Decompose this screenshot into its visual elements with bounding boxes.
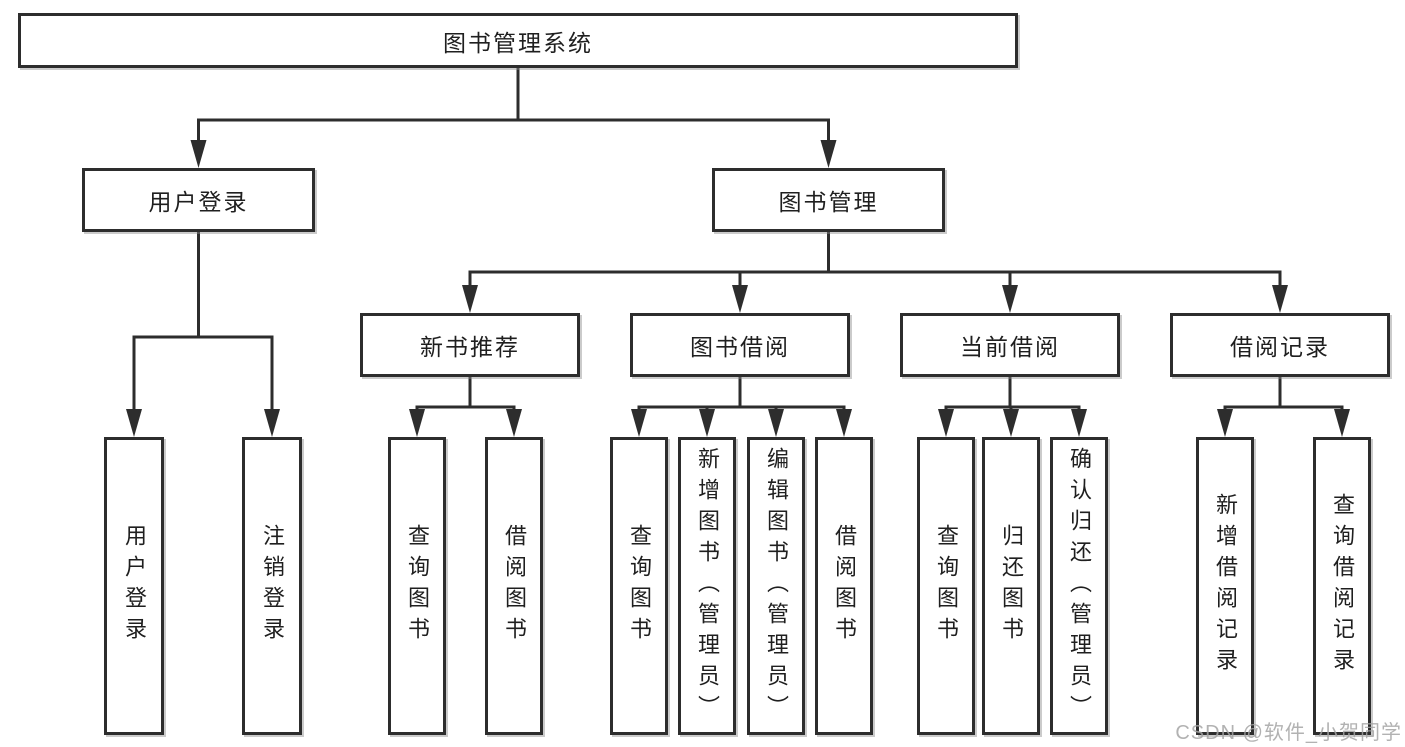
node-label: 查询图书	[627, 524, 652, 648]
node-label: 新书推荐	[420, 334, 520, 360]
node-label: 用户登录	[122, 524, 147, 648]
connector-current-borrow-split	[938, 375, 1087, 437]
node-user-login: 用户登录	[82, 168, 315, 232]
node-book-management: 图书管理	[712, 168, 945, 232]
leaf-edit-books-admin: 编辑图书（管理员）	[747, 437, 805, 735]
node-label: 当前借阅	[960, 334, 1060, 360]
node-book-borrow: 图书借阅	[630, 313, 850, 377]
leaf-return-books: 归还图书	[982, 437, 1040, 735]
node-current-borrow: 当前借阅	[900, 313, 1120, 377]
leaf-add-books-admin: 新增图书（管理员）	[678, 437, 736, 735]
node-label: 借阅图书	[832, 524, 857, 648]
node-label: 图书管理	[778, 189, 879, 215]
connector-user-login-split	[126, 230, 280, 437]
node-label: 编辑图书（管理员）	[764, 446, 789, 726]
node-label: 查询图书	[405, 524, 430, 648]
node-label: 用户登录	[148, 189, 249, 215]
connector-book-borrow-split	[631, 375, 852, 437]
leaf-confirm-return-admin: 确认归还（管理员）	[1050, 437, 1108, 735]
leaf-query-books-borrow: 查询图书	[610, 437, 668, 735]
node-label: 新增图书（管理员）	[695, 446, 720, 726]
node-label: 注销登录	[260, 524, 285, 648]
node-label: 借阅图书	[502, 524, 527, 648]
node-borrow-record: 借阅记录	[1170, 313, 1390, 377]
connector-book-management-split	[462, 230, 1288, 313]
node-library-management-system: 图书管理系统	[18, 13, 1018, 68]
connector-borrow-record-split	[1217, 375, 1350, 437]
leaf-query-books-current: 查询图书	[917, 437, 975, 735]
node-label: 查询图书	[934, 524, 959, 648]
connector-new-book-split	[409, 375, 522, 437]
leaf-borrow-books: 借阅图书	[815, 437, 873, 735]
leaf-borrow-books-recommend: 借阅图书	[485, 437, 543, 735]
csdn-watermark: CSDN @软件_小贺同学	[1175, 722, 1402, 744]
leaf-logout: 注销登录	[242, 437, 302, 735]
node-label: 图书管理系统	[443, 29, 593, 56]
node-label: 借阅记录	[1230, 334, 1330, 360]
node-label: 确认归还（管理员）	[1067, 446, 1092, 726]
leaf-query-books-recommend: 查询图书	[388, 437, 446, 735]
node-label: 新增借阅记录	[1213, 493, 1238, 679]
node-label: 查询借阅记录	[1330, 493, 1355, 679]
node-new-book-recommend: 新书推荐	[360, 313, 580, 377]
leaf-add-borrow-record: 新增借阅记录	[1196, 437, 1254, 735]
connector-root-to-level2	[190, 66, 837, 168]
node-label: 图书借阅	[690, 334, 790, 360]
leaf-user-login: 用户登录	[104, 437, 164, 735]
node-label: 归还图书	[999, 524, 1024, 648]
leaf-query-borrow-record: 查询借阅记录	[1313, 437, 1371, 735]
